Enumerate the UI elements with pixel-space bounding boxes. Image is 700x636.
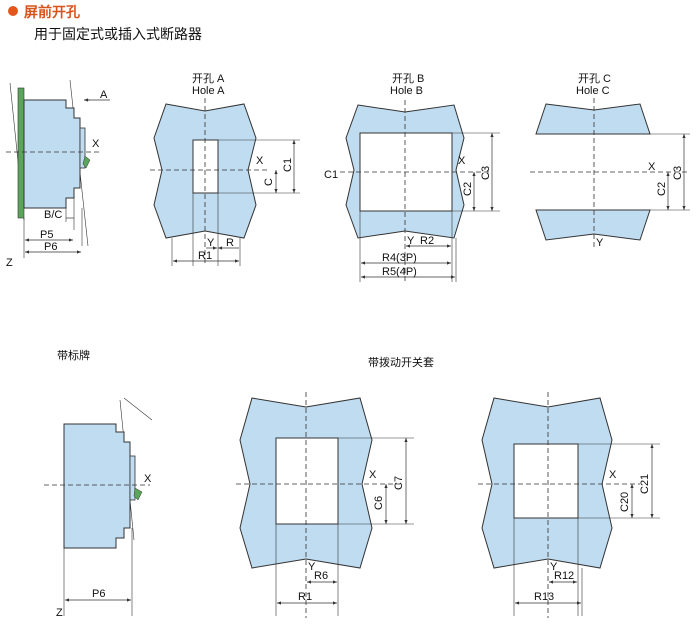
label-c21: C21 (639, 474, 651, 494)
label-c6: C6 (373, 496, 385, 510)
label-bc: B/C (44, 209, 62, 221)
hole-a-title-cn: 开孔 A (192, 72, 225, 85)
label-r13: R13 (534, 591, 554, 603)
label-c2: C2 (656, 182, 668, 196)
label-r1: R1 (298, 591, 312, 603)
label-c1: C1 (282, 158, 294, 172)
side-view-bottom: 带标牌 X P6 Z (44, 348, 153, 619)
hole-d-window (513, 443, 579, 519)
label-a: A (100, 89, 108, 101)
hole-switch-window (275, 437, 339, 525)
label-x: X (458, 155, 466, 167)
label-r1: R1 (198, 250, 212, 262)
label-c20: C20 (619, 492, 631, 512)
toggle-handle (133, 487, 143, 501)
label-y: Y (407, 235, 415, 247)
label-p6: P6 (44, 241, 57, 253)
hole-b: 开孔 B Hole B C1 X C2 C3 Y R2 R4(3P) R5(4P… (324, 72, 500, 282)
label-z: Z (6, 257, 13, 269)
label-r4: R4(3P) (382, 252, 417, 264)
hole-switch-title: 带拨动开关套 (368, 355, 434, 369)
label-p6: P6 (92, 588, 105, 600)
hole-c-top-shape (535, 103, 651, 135)
label-y: Y (550, 561, 558, 573)
label-c7: C7 (393, 476, 405, 490)
label-r12: R12 (554, 570, 574, 582)
handle-housing (129, 455, 136, 501)
hole-c-title-cn: 开孔 C (578, 72, 611, 85)
label-x: X (256, 155, 264, 167)
hole-switch: 带拨动开关套 X C6 C7 Y R6 R1 (236, 355, 434, 618)
ext-line (123, 397, 153, 421)
label-x: X (369, 469, 377, 481)
hole-c: 开孔 C Hole C X C2 C3 Y (530, 72, 690, 250)
hole-a-window (192, 139, 219, 194)
hole-c-bottom-shape (535, 209, 651, 241)
hole-d: X C20 C21 Y R12 R13 (478, 392, 660, 618)
label-x: X (144, 473, 152, 485)
label-x: X (92, 138, 100, 150)
hole-a-title-en: Hole A (192, 85, 225, 97)
side-view-bottom-title: 带标牌 (57, 348, 90, 362)
label-y: Y (596, 237, 604, 249)
hole-c-title-en: Hole C (576, 85, 610, 97)
label-c1: C1 (324, 169, 338, 181)
section-bullet-icon (8, 6, 18, 16)
label-c3: C3 (480, 166, 492, 180)
toggle-handle (82, 155, 91, 169)
section-title: 屏前开孔 (24, 4, 80, 20)
label-r6: R6 (314, 570, 328, 582)
label-c3: C3 (672, 166, 684, 180)
handle-housing (79, 127, 86, 169)
label-z: Z (56, 607, 63, 619)
label-x: X (648, 161, 656, 173)
hole-a: 开孔 A Hole A C C1 X Y R R1 (150, 72, 300, 266)
breaker-body (23, 99, 81, 209)
label-c2: C2 (462, 182, 474, 196)
label-x: X (609, 469, 617, 481)
label-r: R (226, 237, 234, 249)
hole-b-title-en: Hole B (390, 85, 423, 97)
mounting-plate (17, 87, 25, 219)
label-y: Y (308, 561, 316, 573)
label-c: C (263, 178, 275, 186)
subtitle: 用于固定式或插入式断路器 (34, 26, 202, 42)
label-r5: R5(4P) (382, 266, 417, 278)
label-p5: P5 (40, 229, 53, 241)
hole-b-title-cn: 开孔 B (392, 72, 424, 85)
label-r2: R2 (420, 235, 434, 247)
side-view-top: A X B/C P5 P6 Z (6, 79, 110, 269)
label-y: Y (207, 237, 215, 249)
breaker-body (63, 423, 131, 549)
